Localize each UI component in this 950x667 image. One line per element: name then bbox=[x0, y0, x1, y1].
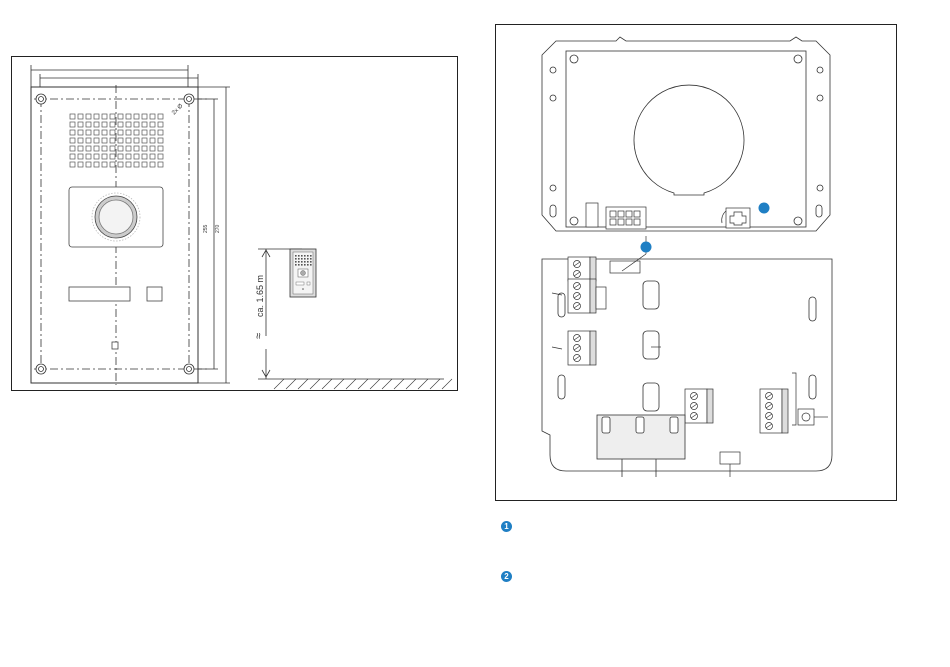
name-plate bbox=[69, 287, 130, 301]
mount-height-label: ca. 1.65 m bbox=[255, 275, 265, 317]
legend-badge-2: 2 bbox=[501, 571, 512, 582]
call-button bbox=[147, 287, 162, 301]
front-view-drawing: 2x Ø 255 270 bbox=[12, 57, 459, 392]
floor-hatching bbox=[274, 379, 452, 389]
break-mark: ≈ bbox=[253, 333, 265, 339]
front-view-panel: 2x Ø 255 270 bbox=[11, 56, 458, 391]
rear-view-drawing bbox=[496, 25, 898, 502]
station-miniature bbox=[290, 249, 316, 297]
callout-2-marker bbox=[641, 242, 652, 253]
height-outer-label: 270 bbox=[215, 224, 221, 233]
height-dimension bbox=[198, 87, 230, 383]
callout-1-marker bbox=[759, 203, 770, 214]
height-inner-label: 255 bbox=[203, 224, 209, 233]
led-indicator bbox=[112, 342, 118, 349]
width-dimension bbox=[31, 65, 198, 87]
rear-view-panel bbox=[495, 24, 897, 501]
upper-housing bbox=[542, 37, 830, 231]
legend-badge-1: 1 bbox=[501, 521, 512, 532]
